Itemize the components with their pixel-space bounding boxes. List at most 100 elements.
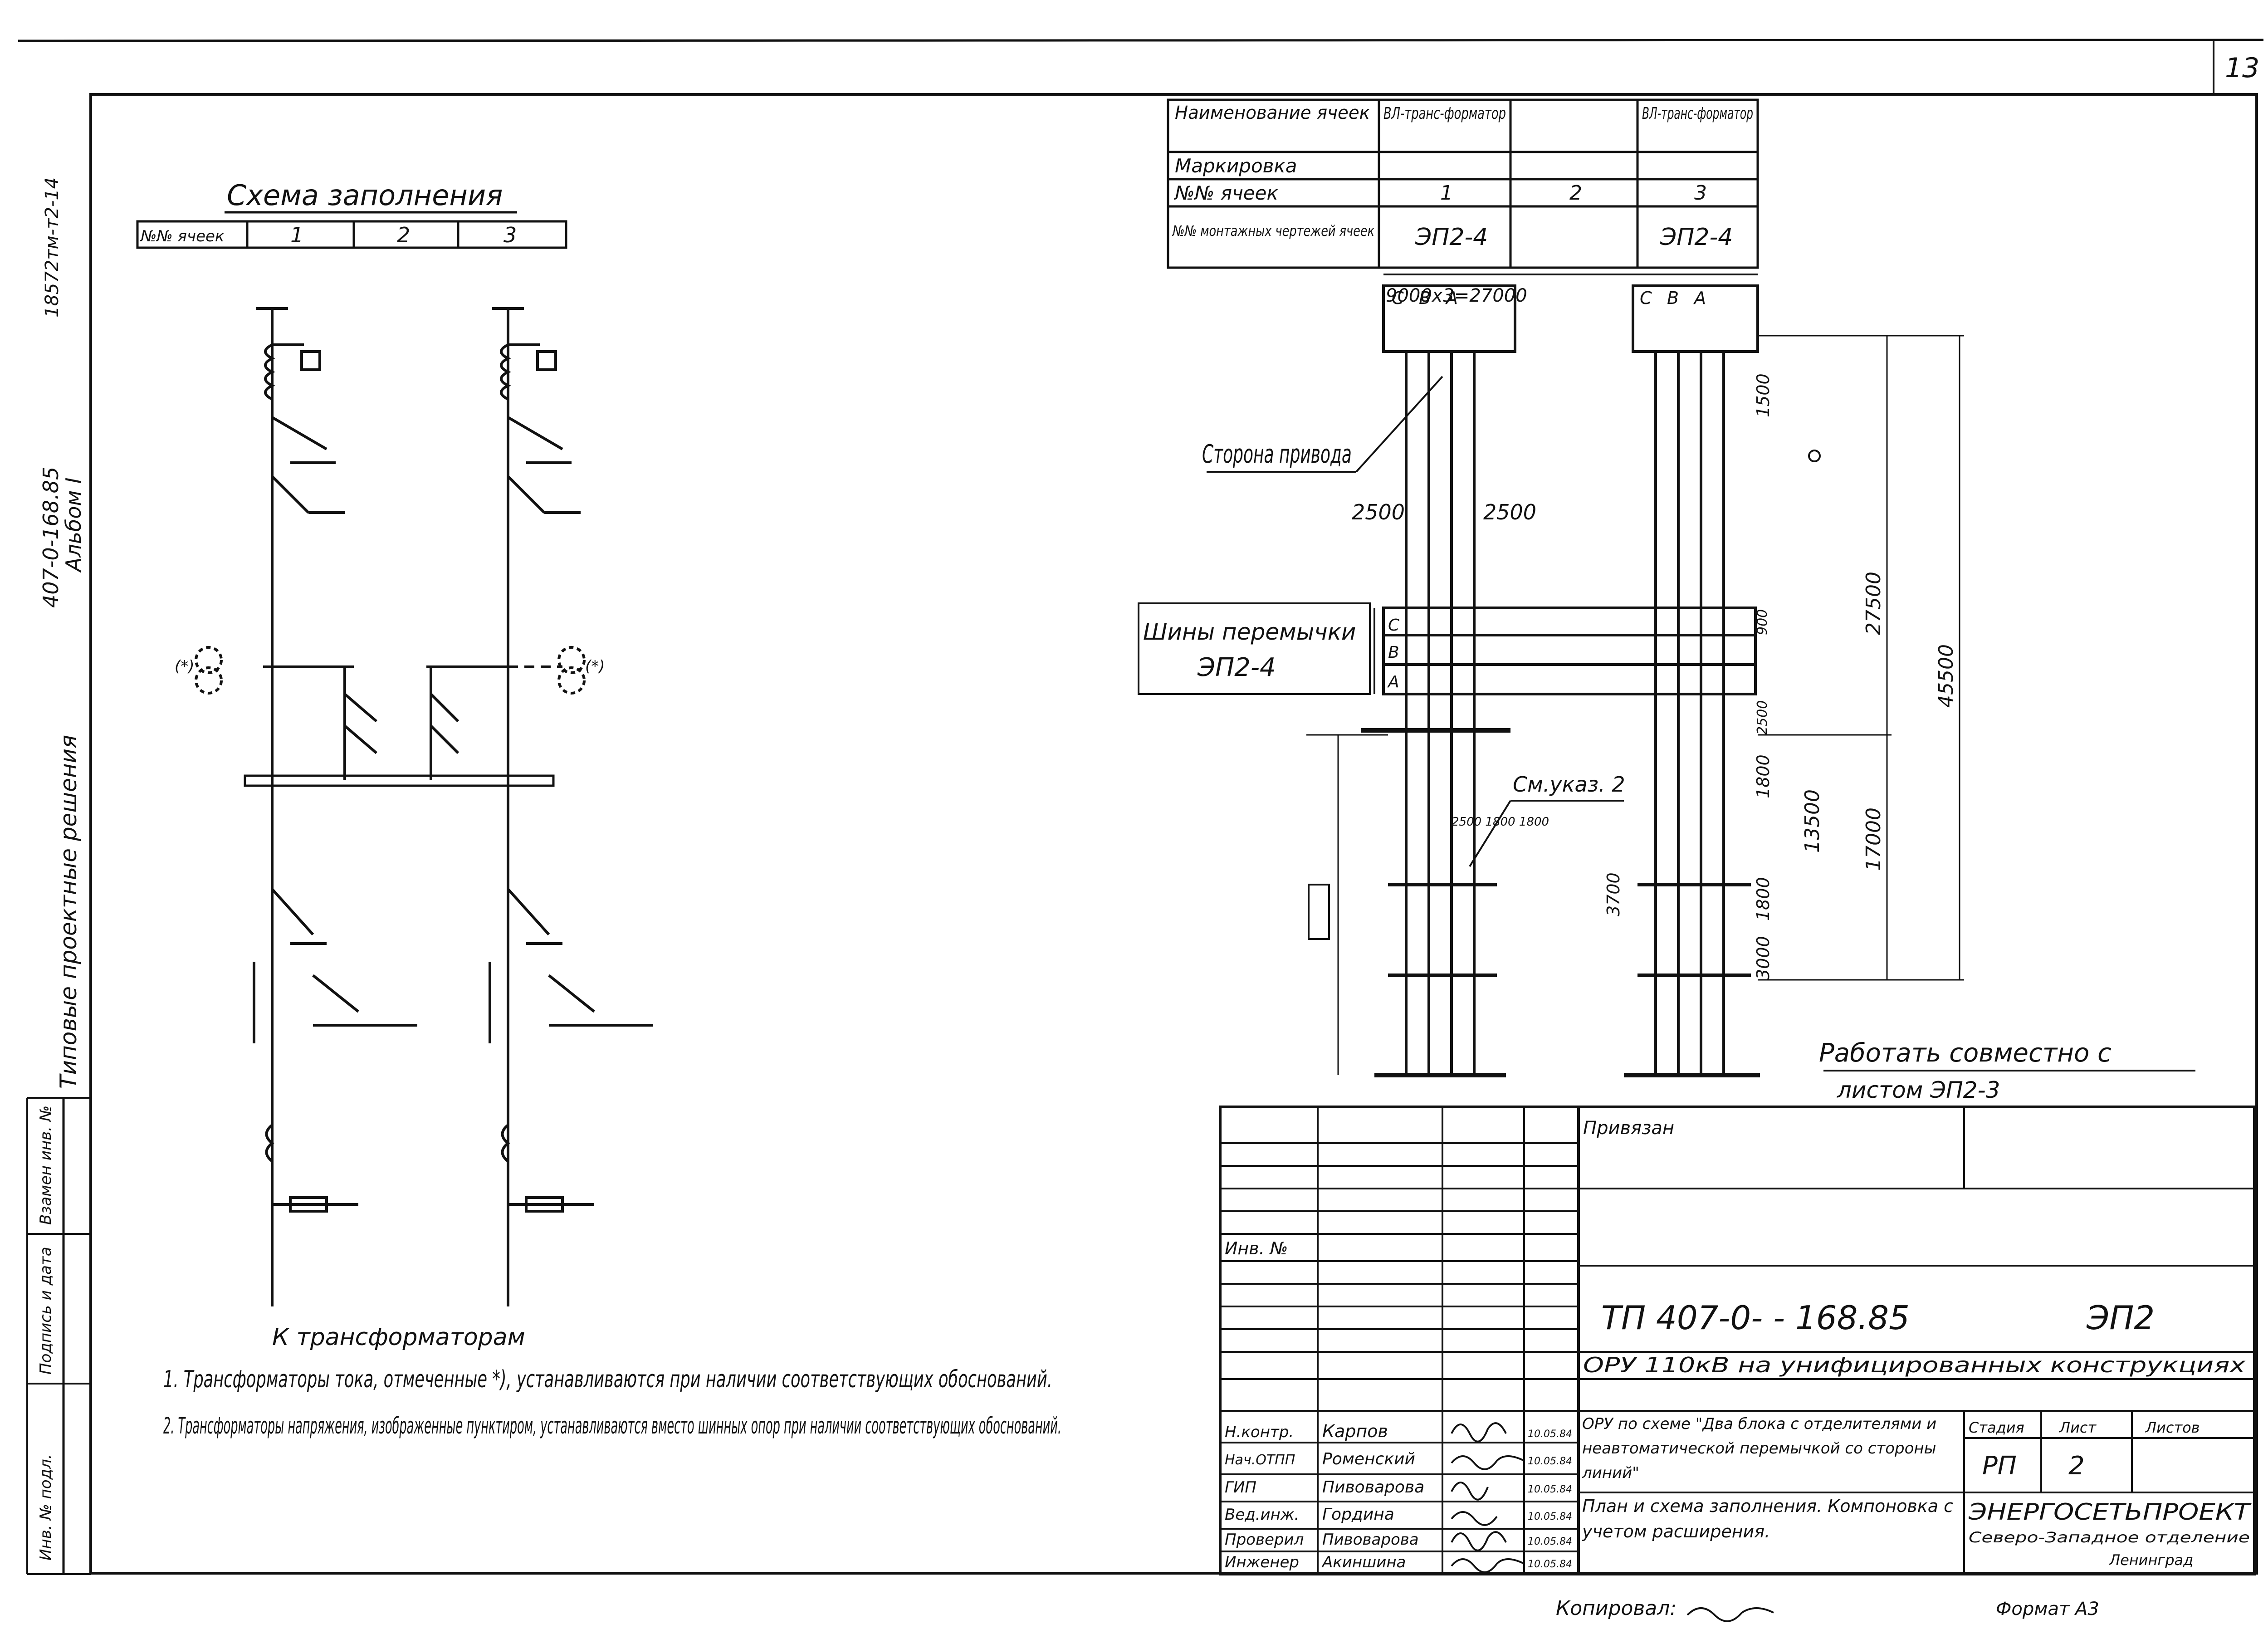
page-number: 13	[2225, 52, 2259, 84]
cell-table-r4-label: №№ монтажных чертежей ячеек	[1172, 222, 1374, 240]
fill-scheme-title: Схема заполнения	[227, 179, 503, 212]
cell-table-r3-c2: 2	[1569, 181, 1582, 205]
cell-table-r3-c1: 1	[1440, 181, 1453, 205]
sig-date-2: 10.05.84	[1528, 1484, 1572, 1495]
sig-date-1: 10.05.84	[1528, 1456, 1572, 1467]
dim-17000: 17000	[1862, 807, 1885, 871]
tb-desc-2-wrap: План и схема заполнения. Компоновка с уч…	[1582, 1496, 1953, 1541]
notes: 1. Трансформаторы тока, отмеченные *), у…	[163, 1366, 1061, 1439]
sig-name-1: Роменский	[1322, 1450, 1415, 1468]
tb-bound: Привязан	[1583, 1118, 1674, 1139]
dim-top: 9000х3=27000	[1386, 285, 1527, 306]
inner-frame	[89, 93, 2258, 1575]
dim-1500: 1500	[1753, 373, 1773, 417]
vt-mark-right: (*)	[585, 657, 605, 675]
tb-code: ТП 407-0- - 168.85	[1601, 1299, 1910, 1337]
cell-table-r2-label: Маркировка	[1175, 155, 1297, 177]
cell-table-r1-c3: ВЛ-транс-форматор	[1642, 104, 1753, 123]
dim-stack: 2500 1800 1800	[1452, 815, 1549, 829]
plan-layout	[1138, 274, 2195, 1077]
side-code: 18572тм-т2-14	[42, 177, 63, 318]
sig-date-5: 10.05.84	[1528, 1559, 1572, 1570]
tb-sheet: 2	[2068, 1451, 2085, 1481]
tb-desc-1: ОРУ по схеме "Два блока с отделителями и…	[1582, 1415, 1937, 1482]
tb-desc-1-wrap: ОРУ по схеме "Два блока с отделителями и…	[1582, 1415, 1937, 1482]
tb-inv: Инв. №	[1225, 1238, 1288, 1258]
bus-phase-c: С	[1388, 616, 1400, 635]
fill-scheme-header: Схема заполнения №№ ячеек 1 2 3	[136, 179, 567, 249]
phase-right-a: А	[1693, 288, 1706, 308]
sig-role-4: Проверил	[1225, 1531, 1304, 1549]
cell-table-r4-c3: ЭП2-4	[1660, 224, 1733, 251]
sig-role-0: Н.контр.	[1225, 1423, 1294, 1441]
phase-right-c: С	[1640, 288, 1652, 308]
dim-2500-right: 2500	[1483, 500, 1536, 524]
note-2: 2. Трансформаторы напряжения, изображенн…	[163, 1413, 1061, 1439]
sig-name-2: Пивоварова	[1322, 1478, 1424, 1497]
tb-subtitle: ОРУ 110кВ на унифицированных конструкция…	[1583, 1353, 2246, 1377]
dim-3700: 3700	[1603, 872, 1623, 916]
cell-table-r1-c1: ВЛ-транс-форматор	[1383, 104, 1506, 123]
side-col-1: Инв. № подл.	[37, 1454, 55, 1561]
note-ref: См.указ. 2	[1513, 772, 1625, 797]
work-with-2: листом ЭП2-3	[1837, 1077, 2000, 1103]
sig-role-5: Инженер	[1225, 1553, 1299, 1571]
side-strip: Инв. № подл. Подпись и дата Взамен инв. …	[26, 177, 91, 1575]
dim-900: 900	[1755, 609, 1770, 635]
top-border	[18, 39, 2264, 42]
sig-role-3: Вед.инж.	[1225, 1506, 1299, 1524]
fill-cell-2: 2	[397, 223, 410, 247]
phase-left-a: А	[1445, 288, 1458, 308]
dim-1800-a: 1800	[1753, 754, 1773, 798]
side-col-3: Взамен инв. №	[37, 1106, 55, 1225]
tb-stage: РП	[1982, 1451, 2017, 1481]
sig-name-4: Пивоварова	[1322, 1531, 1419, 1549]
tb-org-2: Северо-Западное отделение	[1969, 1529, 2250, 1546]
note-1: 1. Трансформаторы тока, отмеченные *), у…	[163, 1366, 1052, 1393]
bus-label-2: ЭП2-4	[1197, 653, 1276, 682]
side-title: Типовые проектные решения	[55, 735, 82, 1089]
sig-name-0: Карпов	[1322, 1421, 1388, 1441]
sig-date-4: 10.05.84	[1528, 1536, 1572, 1547]
phase-left-c: С	[1392, 288, 1404, 308]
sig-name-3: Гордина	[1322, 1505, 1394, 1524]
cell-table	[1167, 98, 1759, 269]
drive-side-label: Сторона привода	[1202, 440, 1352, 469]
phase-right-b: В	[1667, 288, 1679, 308]
dim-1800-b: 1800	[1753, 877, 1773, 921]
bus-phase-a: А	[1387, 673, 1399, 691]
tb-sheets-h: Листов	[2145, 1419, 2200, 1436]
sig-role-1: Нач.ОТПП	[1225, 1452, 1295, 1468]
side-album: Альбом I	[61, 478, 86, 573]
cell-table-r1-label: Наименование ячеек	[1175, 103, 1370, 123]
signature-marks	[1451, 1422, 1774, 1622]
sig-date-3: 10.05.84	[1528, 1511, 1572, 1522]
single-line-diagram	[195, 307, 653, 1306]
phase-left-b: В	[1419, 288, 1431, 308]
cell-table-r3-label: №№ ячеек	[1174, 182, 1278, 204]
tb-desc-2: План и схема заполнения. Компоновка с уч…	[1582, 1496, 1953, 1541]
tb-stage-h: Стадия	[1969, 1419, 2024, 1436]
fill-scheme-header-label: №№ ячеек	[140, 227, 225, 245]
bus-label-1: Шины перемычки	[1143, 619, 1356, 645]
side-col-2: Подпись и дата	[37, 1247, 55, 1375]
sig-role-2: ГИП	[1225, 1478, 1256, 1497]
bus-phase-b: В	[1388, 643, 1399, 662]
dim-2500-b: 2500	[1755, 700, 1770, 735]
to-transformers-label: К трансформаторам	[272, 1324, 525, 1351]
side-project: 407-0-168.85	[39, 467, 63, 608]
copied-label: Копировал:	[1556, 1597, 1677, 1620]
dim-3000: 3000	[1753, 936, 1773, 980]
tb-org-1: ЭНЕРГОСЕТЬПРОЕКТ	[1968, 1499, 2252, 1525]
sig-name-5: Акиншина	[1321, 1553, 1406, 1571]
dim-45500: 45500	[1935, 644, 1958, 708]
fill-cell-1: 1	[290, 223, 303, 247]
tb-org-3: Ленинград	[2109, 1551, 2193, 1569]
dim-2500-left: 2500	[1352, 500, 1405, 524]
cell-table-r4-c1: ЭП2-4	[1415, 224, 1488, 251]
fill-cell-3: 3	[503, 223, 517, 247]
sig-date-0: 10.05.84	[1528, 1429, 1572, 1440]
tb-sheet-code: ЭП2	[2086, 1299, 2155, 1337]
cell-table-r3-c3: 3	[1694, 181, 1707, 205]
